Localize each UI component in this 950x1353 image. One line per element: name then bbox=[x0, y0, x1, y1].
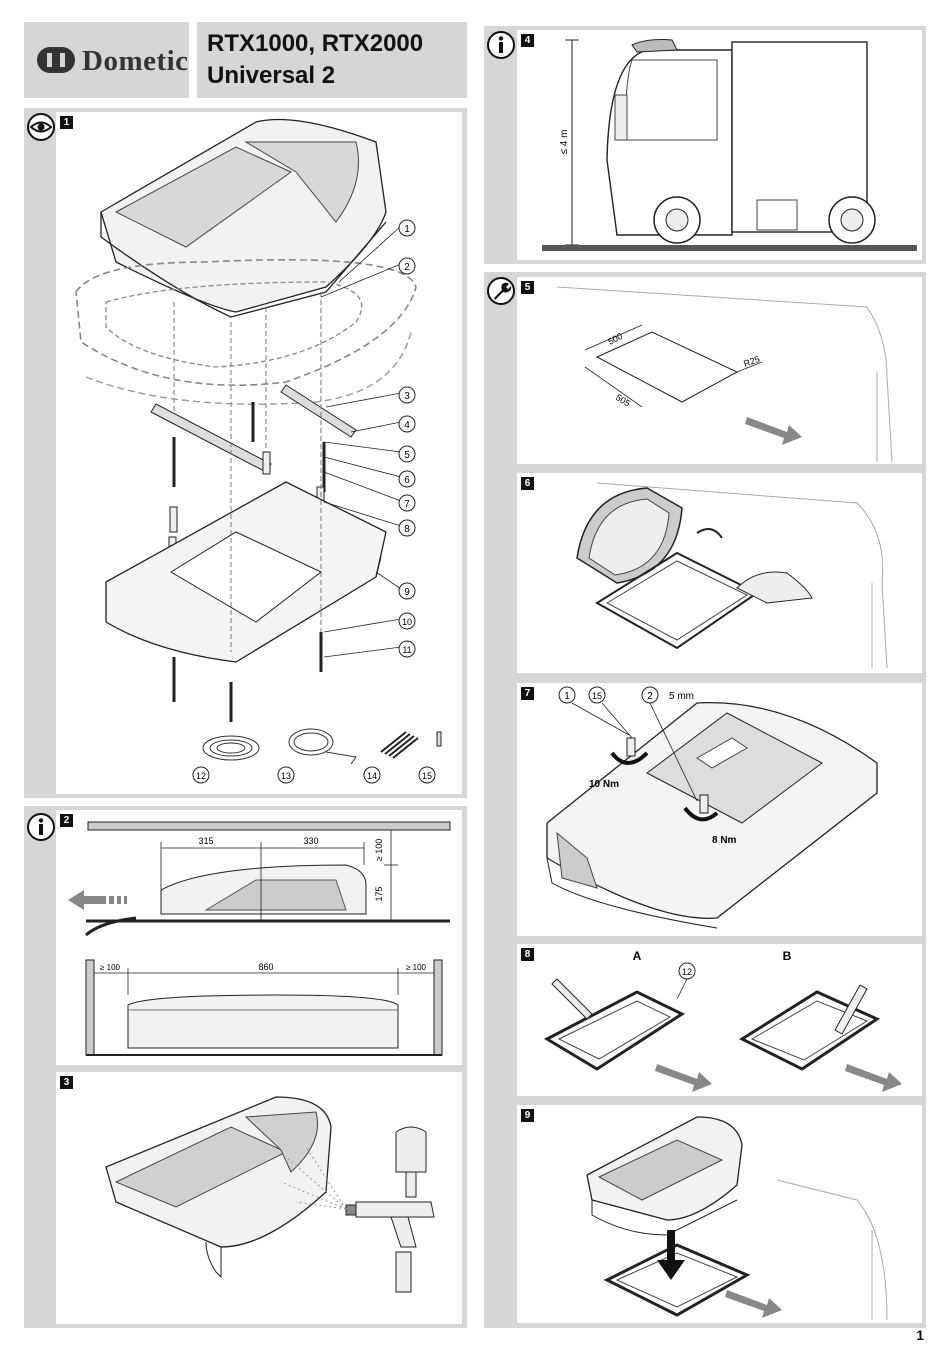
max-height-label: ≤ 4 m bbox=[559, 130, 570, 155]
svg-text:14: 14 bbox=[367, 771, 377, 781]
callout-8: 8 bbox=[398, 519, 416, 537]
svg-text:8: 8 bbox=[404, 524, 410, 535]
svg-text:10: 10 bbox=[402, 617, 412, 627]
info-icon bbox=[27, 813, 55, 841]
dim-500: 500 bbox=[606, 331, 624, 347]
callout-11: 11 bbox=[398, 640, 416, 658]
exploded-view-drawing bbox=[75, 118, 442, 765]
figure-number: 5 bbox=[521, 281, 534, 294]
figure-3-panel: 3 bbox=[56, 1072, 462, 1324]
seal-cleaning-drawing bbox=[576, 482, 888, 669]
svg-text:4: 4 bbox=[404, 420, 410, 431]
figure-8-panel: 8 A B 12 bbox=[517, 944, 922, 1096]
variant-a-label: A bbox=[633, 949, 642, 963]
figure-5-panel: 5 500 505 R25 bbox=[517, 277, 922, 464]
truck-height-drawing: ≤ 4 m bbox=[542, 39, 917, 251]
radius-r25: R25 bbox=[742, 354, 761, 369]
callout-2: 2 bbox=[647, 691, 653, 702]
figure-number: 3 bbox=[60, 1076, 73, 1089]
figure-number: 4 bbox=[521, 34, 534, 47]
callout-15: 15 bbox=[592, 691, 602, 701]
svg-text:9: 9 bbox=[404, 587, 410, 598]
callout-3: 3 bbox=[398, 386, 416, 404]
callout-13: 13 bbox=[277, 766, 295, 784]
svg-text:2: 2 bbox=[404, 262, 410, 273]
callout-12: 12 bbox=[682, 967, 692, 977]
document-title: RTX1000, RTX2000 Universal 2 bbox=[197, 22, 467, 98]
callout-9: 9 bbox=[398, 582, 416, 600]
svg-text:1: 1 bbox=[404, 224, 410, 235]
figure-number: 2 bbox=[60, 814, 73, 827]
figure-number: 9 bbox=[521, 1109, 534, 1122]
dim-315: 315 bbox=[198, 836, 213, 846]
callout-5: 5 bbox=[398, 445, 416, 463]
svg-text:5: 5 bbox=[404, 450, 410, 461]
svg-text:15: 15 bbox=[422, 771, 432, 781]
title-line-2: Universal 2 bbox=[207, 62, 336, 89]
painting-drawing bbox=[105, 1096, 435, 1293]
dim-right-100: ≥ 100 bbox=[406, 963, 427, 972]
callout-14: 14 bbox=[363, 766, 381, 784]
callout-2: 2 bbox=[398, 257, 416, 275]
brand-name: Dometic bbox=[82, 45, 189, 77]
callout-1: 1 bbox=[398, 219, 416, 237]
clearance-drawing: 315 330 ≥ 100 175 ≥ 100 860 ≥ 100 bbox=[68, 821, 451, 1056]
svg-text:3: 3 bbox=[404, 391, 410, 402]
svg-text:11: 11 bbox=[402, 645, 411, 655]
dim-left-100: ≥ 100 bbox=[100, 963, 121, 972]
figure-2-panel: 2 315 330 ≥ 100 175 ≥ 100 bbox=[56, 810, 462, 1065]
dometic-logo-icon bbox=[37, 47, 75, 73]
dim-860: 860 bbox=[258, 962, 273, 972]
callout-6: 6 bbox=[398, 470, 416, 488]
svg-text:12: 12 bbox=[196, 771, 206, 781]
figure-number: 1 bbox=[60, 116, 73, 129]
dim-330: 330 bbox=[303, 836, 318, 846]
svg-text:13: 13 bbox=[281, 771, 291, 781]
cutout-dimension-drawing: 500 505 R25 bbox=[556, 286, 893, 463]
callout-15: 15 bbox=[418, 766, 436, 784]
hex-size-label: 5 mm bbox=[669, 691, 694, 702]
figure-4-panel: 4 ≤ 4 m bbox=[517, 30, 922, 260]
screw-torque-drawing: 1 15 2 5 mm 10 Nm 8 Nm bbox=[546, 686, 878, 929]
figure-7-panel: 7 1 15 2 5 mm 10 Nm 8 Nm bbox=[517, 683, 922, 936]
mounting-drawing bbox=[586, 1116, 888, 1321]
dim-505: 505 bbox=[614, 392, 632, 408]
figure-number: 6 bbox=[521, 477, 534, 490]
brand-box: Dometic bbox=[24, 22, 189, 98]
variant-b-label: B bbox=[783, 949, 792, 963]
figure-number: 7 bbox=[521, 687, 534, 700]
torque-10nm: 10 Nm bbox=[589, 779, 619, 790]
title-line-1: RTX1000, RTX2000 bbox=[207, 30, 424, 57]
torque-8nm: 8 Nm bbox=[712, 835, 737, 846]
callout-4: 4 bbox=[398, 415, 416, 433]
callout-10: 10 bbox=[398, 612, 416, 630]
figure-1-panel: 1 bbox=[56, 112, 462, 794]
eye-icon bbox=[27, 113, 55, 141]
figure-9-panel: 9 bbox=[517, 1105, 922, 1323]
page-number: 1 bbox=[916, 1327, 924, 1343]
svg-text:7: 7 bbox=[404, 499, 410, 510]
wrench-icon bbox=[487, 277, 515, 305]
dim-100-vertical: ≥ 100 bbox=[374, 839, 384, 861]
callout-1: 1 bbox=[564, 691, 570, 702]
sealant-drawing: A B 12 bbox=[543, 949, 902, 1092]
callout-7: 7 bbox=[398, 494, 416, 512]
callout-12: 12 bbox=[192, 766, 210, 784]
svg-text:6: 6 bbox=[404, 475, 410, 486]
dim-175: 175 bbox=[374, 886, 384, 901]
info-icon bbox=[487, 31, 515, 59]
figure-number: 8 bbox=[521, 948, 534, 961]
figure-6-panel: 6 bbox=[517, 473, 922, 673]
